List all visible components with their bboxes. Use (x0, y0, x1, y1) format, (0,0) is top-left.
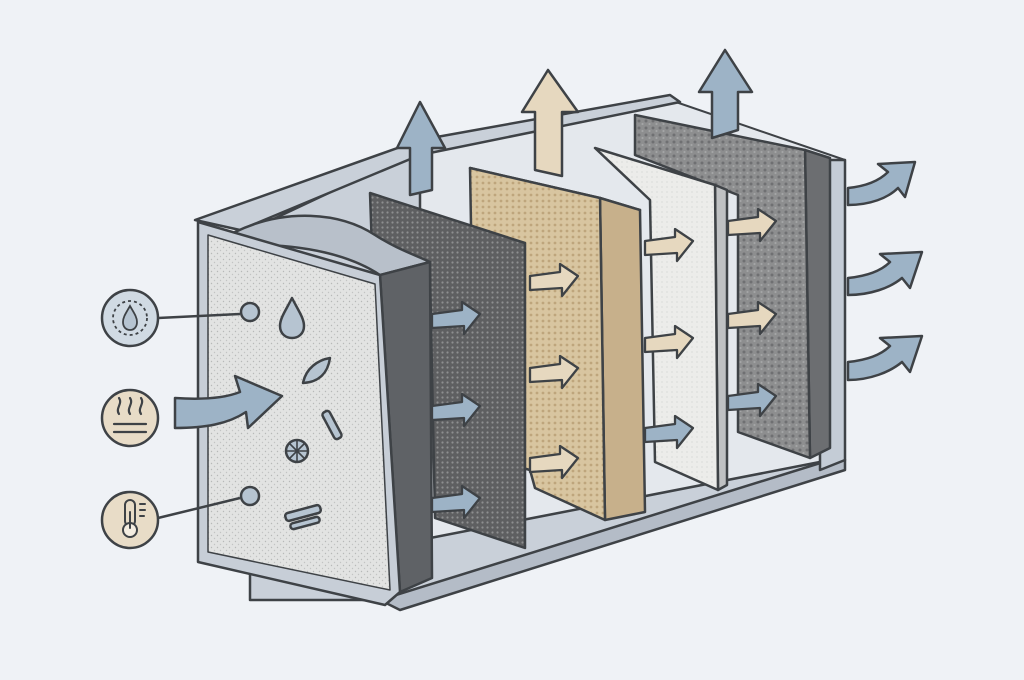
particle-dot-2 (239, 485, 261, 507)
water-drop-icon (278, 296, 306, 340)
through-arrow-7 (643, 227, 695, 263)
through-arrow-9 (643, 414, 695, 450)
prefilter-top-curve (233, 214, 432, 277)
outgoing-air-arrow-2 (846, 250, 924, 297)
through-arrow-1 (430, 300, 482, 336)
indicator-humidity (100, 288, 160, 348)
through-arrows (430, 207, 778, 520)
through-arrow-11 (726, 300, 778, 336)
fiber-particle-1 (321, 409, 343, 441)
heat-icon (112, 396, 148, 434)
housing-base-edge (378, 458, 847, 612)
leader-line-1 (157, 312, 241, 320)
particle-dot-1 (239, 301, 261, 323)
final-panel (633, 113, 832, 460)
final-panel-face (633, 113, 812, 460)
carbon-panel-side (598, 196, 647, 522)
hepa-panel (593, 146, 729, 492)
through-arrow-5 (528, 354, 580, 390)
outgoing-air-arrow-3 (846, 334, 924, 382)
leaf-particle (301, 356, 332, 385)
leader-line-3 (157, 496, 241, 520)
through-arrow-2 (430, 392, 482, 428)
thermometer-icon (122, 499, 146, 538)
particles (239, 296, 343, 531)
indicator-temperature (100, 490, 160, 550)
through-arrow-4 (528, 262, 580, 298)
through-arrow-3 (430, 484, 482, 520)
pollen-particle (284, 438, 310, 464)
through-arrow-12 (726, 382, 778, 418)
up-arrow-1 (395, 100, 447, 197)
fiber-particle-3 (289, 515, 321, 531)
through-arrow-8 (643, 324, 695, 360)
indicators (100, 288, 241, 550)
humidity-icon (112, 300, 148, 336)
indicator-heat (100, 388, 160, 448)
outgoing-air-arrow-1 (846, 160, 917, 207)
up-arrow-2 (520, 68, 580, 178)
hepa-panel-face (593, 146, 720, 492)
through-arrow-10 (726, 207, 778, 243)
up-arrow-3 (697, 48, 754, 140)
incoming-air-arrow (173, 374, 284, 430)
through-arrow-6 (528, 444, 580, 480)
fiber-particle-2 (284, 503, 322, 523)
